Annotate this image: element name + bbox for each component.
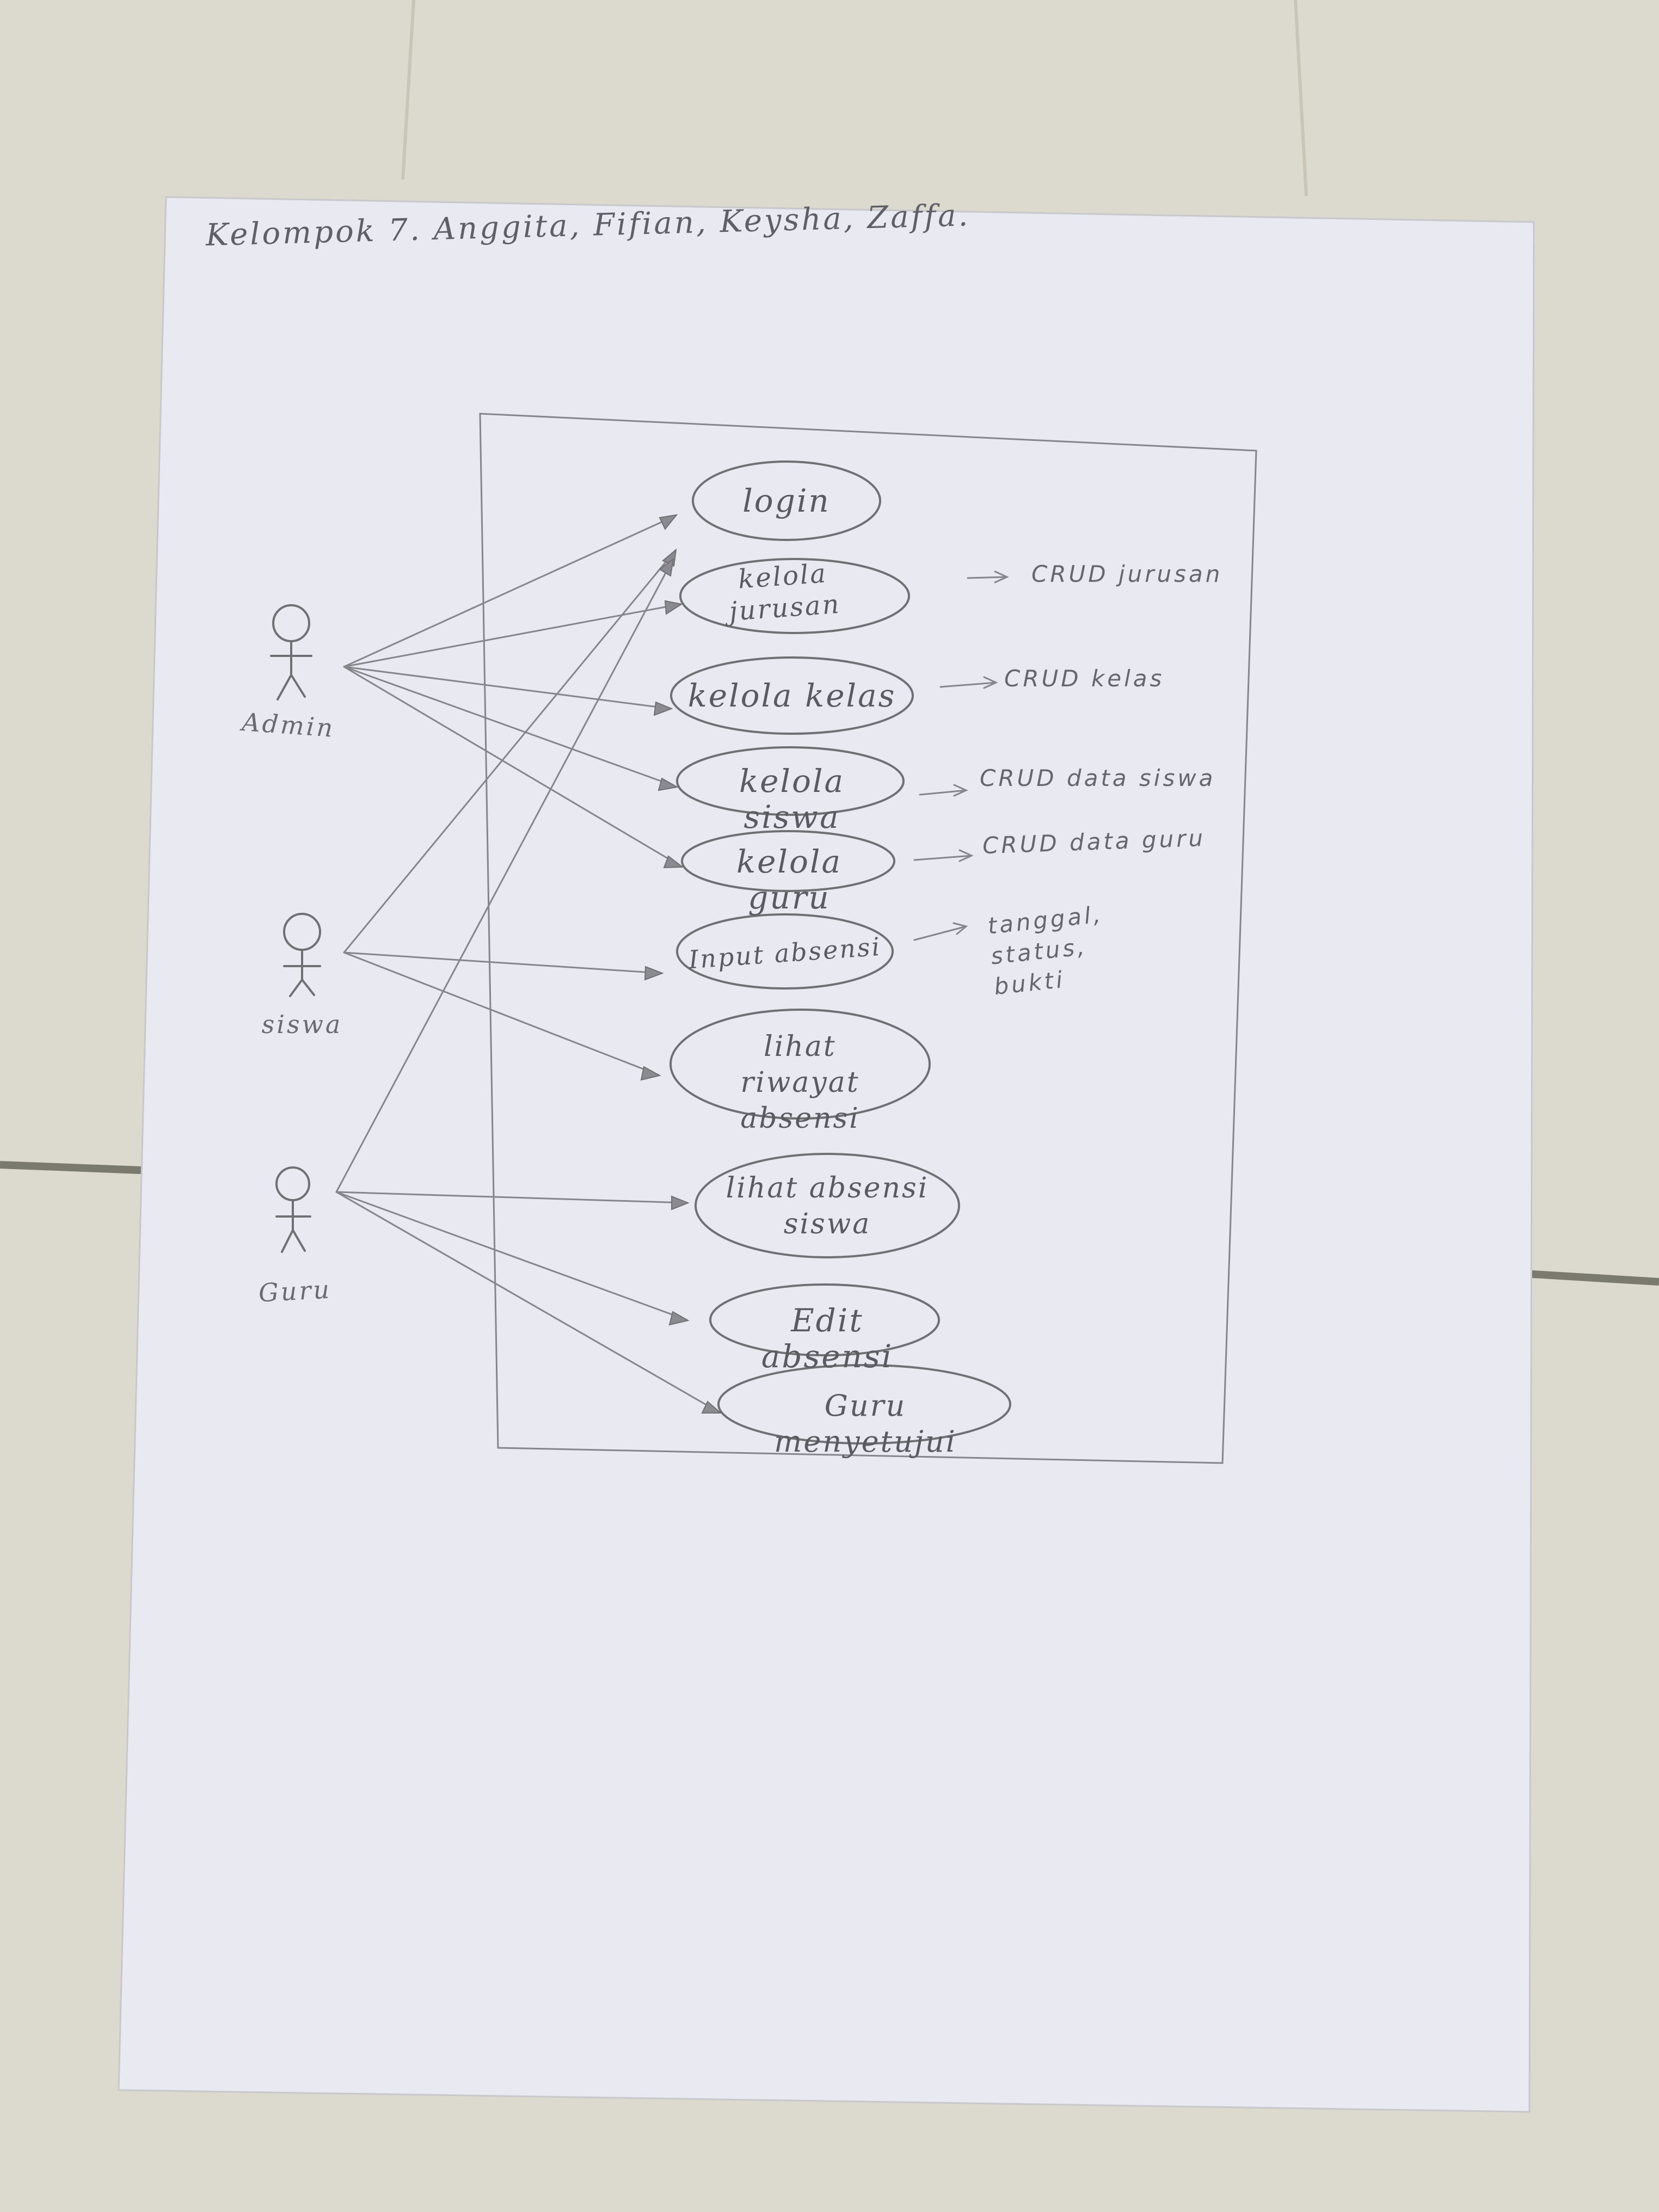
actor-label-siswa: siswa [261, 1010, 343, 1039]
arrowheads [640, 514, 722, 1414]
ellipse-kelola-jurusan [679, 558, 910, 634]
actor-admin-figure [270, 604, 312, 701]
association-admin-kelola-siswa [343, 666, 677, 788]
note-tanggal-status-bukti: tanggal, status, bukti [986, 900, 1105, 1000]
system-boundary [479, 413, 1257, 1464]
arrowhead-kelola-kelas [653, 701, 673, 716]
association-siswa-lihat-riwayat [343, 951, 660, 1076]
usecase-lihat-absensi-siswa: lihat absensi siswa [726, 1172, 929, 1240]
association-siswa-login [343, 550, 676, 954]
association-admin-kelola-guru [343, 666, 683, 868]
note-arrow-jurusan [967, 570, 1009, 583]
ellipse-kelola-kelas [670, 656, 914, 735]
association-admin-kelola-jurusan [343, 603, 681, 668]
association-admin-login [343, 515, 676, 668]
note-arrows [913, 570, 1009, 941]
usecase-guru-menyetujui: Guru menyetujui [774, 1388, 957, 1459]
usecase-kelola-jurusan: kelola jurusan [728, 558, 842, 628]
ellipse-lihat-absensi-siswa [695, 1153, 960, 1258]
note-crud-jurusan: CRUD jurusan [1031, 561, 1223, 587]
association-guru-guru-menyetujui [335, 1191, 721, 1414]
arrowhead-lihat-riwayat [640, 1066, 661, 1081]
arrowhead-kelola-siswa [658, 777, 679, 791]
arrowhead-login-1 [659, 514, 678, 530]
usecase-kelola-siswa: kelola siswa [739, 763, 845, 835]
ellipse-input-absensi [676, 913, 894, 990]
note-arrow-siswa [919, 784, 968, 797]
arrowhead-edit-absensi [668, 1311, 690, 1326]
arrowhead-kelola-guru [663, 855, 684, 869]
note-arrow-guru [913, 849, 974, 862]
ellipse-guru-menyetujui [717, 1364, 1011, 1445]
ellipse-lihat-riwayat [669, 1009, 931, 1120]
association-admin-kelola-kelas [343, 666, 672, 710]
usecase-lihat-riwayat: lihat riwayat absensi [740, 1030, 860, 1135]
ellipse-kelola-guru [681, 830, 895, 892]
association-guru-lihat-absensi-siswa [335, 1191, 688, 1204]
usecase-kelola-guru: kelola guru [736, 843, 843, 916]
usecase-login: login [742, 482, 831, 519]
note-crud-data-siswa: CRUD data siswa [980, 765, 1216, 791]
actor-label-guru: Guru [257, 1274, 333, 1308]
association-siswa-input-absensi [343, 951, 662, 974]
usecase-kelola-kelas: kelola kelas [687, 677, 896, 714]
arrowhead-guru-menyetujui [701, 1400, 722, 1414]
ellipse-edit-absensi [709, 1283, 940, 1356]
actor-siswa-figure [283, 913, 321, 997]
arrowhead-lihat-absensi-siswa [671, 1195, 690, 1211]
association-lines [335, 515, 721, 1414]
usecase-edit-absensi: Edit absensi [761, 1302, 894, 1375]
ellipse-kelola-siswa [676, 746, 905, 816]
note-crud-kelas: CRUD kelas [1004, 665, 1165, 692]
note-arrow-kelas [939, 676, 998, 689]
note-arrow-absensi [913, 922, 968, 941]
arrowhead-login-3 [659, 557, 674, 577]
actor-guru-figure [275, 1166, 311, 1253]
ellipse-login [692, 460, 881, 541]
association-guru-login [335, 560, 673, 1193]
association-guru-edit-absensi [335, 1191, 688, 1321]
arrowhead-kelola-jurusan [664, 600, 683, 615]
arrowhead-input-absensi [644, 966, 664, 981]
